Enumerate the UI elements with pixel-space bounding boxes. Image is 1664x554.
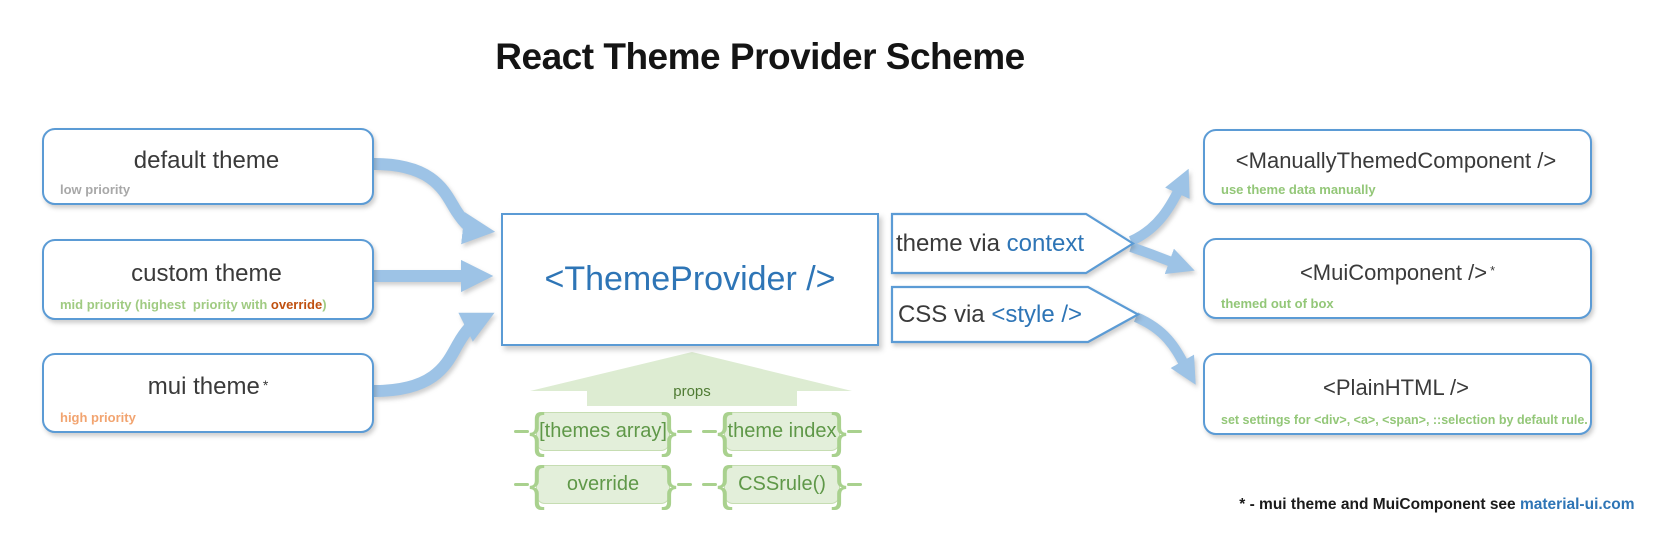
input-box-mui-theme: mui theme* high priority xyxy=(42,353,374,433)
flag-theme-via-context-shape xyxy=(890,212,1136,275)
connector-tick xyxy=(677,430,692,433)
flag-theme-via-context: theme via context xyxy=(895,229,1085,257)
arrow-style-to-plain-html xyxy=(1133,312,1196,385)
custom-theme-priority: mid priority (highest priority with over… xyxy=(60,297,327,312)
connector-tick xyxy=(702,430,717,433)
props-up-arrow xyxy=(530,352,852,406)
right-brace-decoration xyxy=(661,408,677,456)
prop-pill-label: CSSrule() xyxy=(724,465,840,504)
connector-tick xyxy=(514,430,529,433)
output-box-mui-component: <MuiComponent />* themed out of box xyxy=(1203,238,1592,319)
prop-pill-label: theme index xyxy=(724,412,840,451)
left-brace-decoration xyxy=(717,408,733,456)
mui-component-note: themed out of box xyxy=(1221,296,1334,311)
right-brace-decoration xyxy=(661,461,677,509)
plain-html-label: <PlainHTML /> xyxy=(1323,375,1469,400)
manually-themed-component-label: <ManuallyThemedComponent /> xyxy=(1235,148,1557,173)
plain-html-note: set settings for <div>, <a>, <span>, ::s… xyxy=(1221,413,1588,427)
prop-pill-theme-index: theme index xyxy=(702,412,862,451)
prop-pill-themes-array: [themes array] xyxy=(514,412,692,451)
output-box-plain-html: <PlainHTML /> set settings for <div>, <a… xyxy=(1203,353,1592,435)
right-brace-decoration xyxy=(831,461,847,509)
flag-css-via-style: CSS via <style /> xyxy=(897,300,1083,328)
mui-theme-label: mui theme* xyxy=(147,373,269,400)
arrow-context-to-mui-component xyxy=(1129,242,1195,275)
default-theme-priority: low priority xyxy=(60,182,131,197)
prop-pill-override: override xyxy=(514,465,692,504)
right-brace-decoration xyxy=(831,408,847,456)
manually-themed-component-note: use theme data manually xyxy=(1221,182,1376,197)
custom-theme-label: custom theme xyxy=(131,259,282,287)
page-title: React Theme Provider Scheme xyxy=(495,36,1025,77)
connector-tick xyxy=(702,483,717,486)
footnote: * - mui theme and MuiComponent see mater… xyxy=(1222,478,1635,532)
left-brace-decoration xyxy=(529,461,545,509)
default-theme-label: default theme xyxy=(133,146,280,174)
connector-tick xyxy=(514,483,529,486)
footnote-text: * - mui theme and MuiComponent see xyxy=(1239,496,1520,513)
left-brace-decoration xyxy=(529,408,545,456)
mui-component-label: <MuiComponent />* xyxy=(1299,259,1496,285)
arrow-default-theme-to-provider xyxy=(373,158,496,245)
input-box-default-theme: default theme low priority xyxy=(42,128,374,205)
theme-provider-label: <ThemeProvider /> xyxy=(544,260,836,298)
prop-pill-cssrule: CSSrule() xyxy=(702,465,862,504)
connector-tick xyxy=(847,430,862,433)
prop-pill-label: override xyxy=(536,465,670,504)
output-box-manually-themed-component: <ManuallyThemedComponent /> use theme da… xyxy=(1203,129,1592,205)
connector-tick xyxy=(677,483,692,486)
prop-pill-label: [themes array] xyxy=(536,412,670,451)
input-box-custom-theme: custom theme mid priority (highest prior… xyxy=(42,239,374,320)
arrow-context-to-manually-themed xyxy=(1128,168,1190,246)
left-brace-decoration xyxy=(717,461,733,509)
material-ui-link[interactable]: material-ui.com xyxy=(1519,496,1635,513)
theme-provider-box: <ThemeProvider /> xyxy=(501,213,879,346)
flag-css-via-style-shape xyxy=(890,285,1141,344)
arrow-mui-theme-to-provider xyxy=(373,312,495,397)
connector-tick xyxy=(847,483,862,486)
mui-theme-priority: high priority xyxy=(60,410,136,425)
props-label: props xyxy=(673,383,711,400)
